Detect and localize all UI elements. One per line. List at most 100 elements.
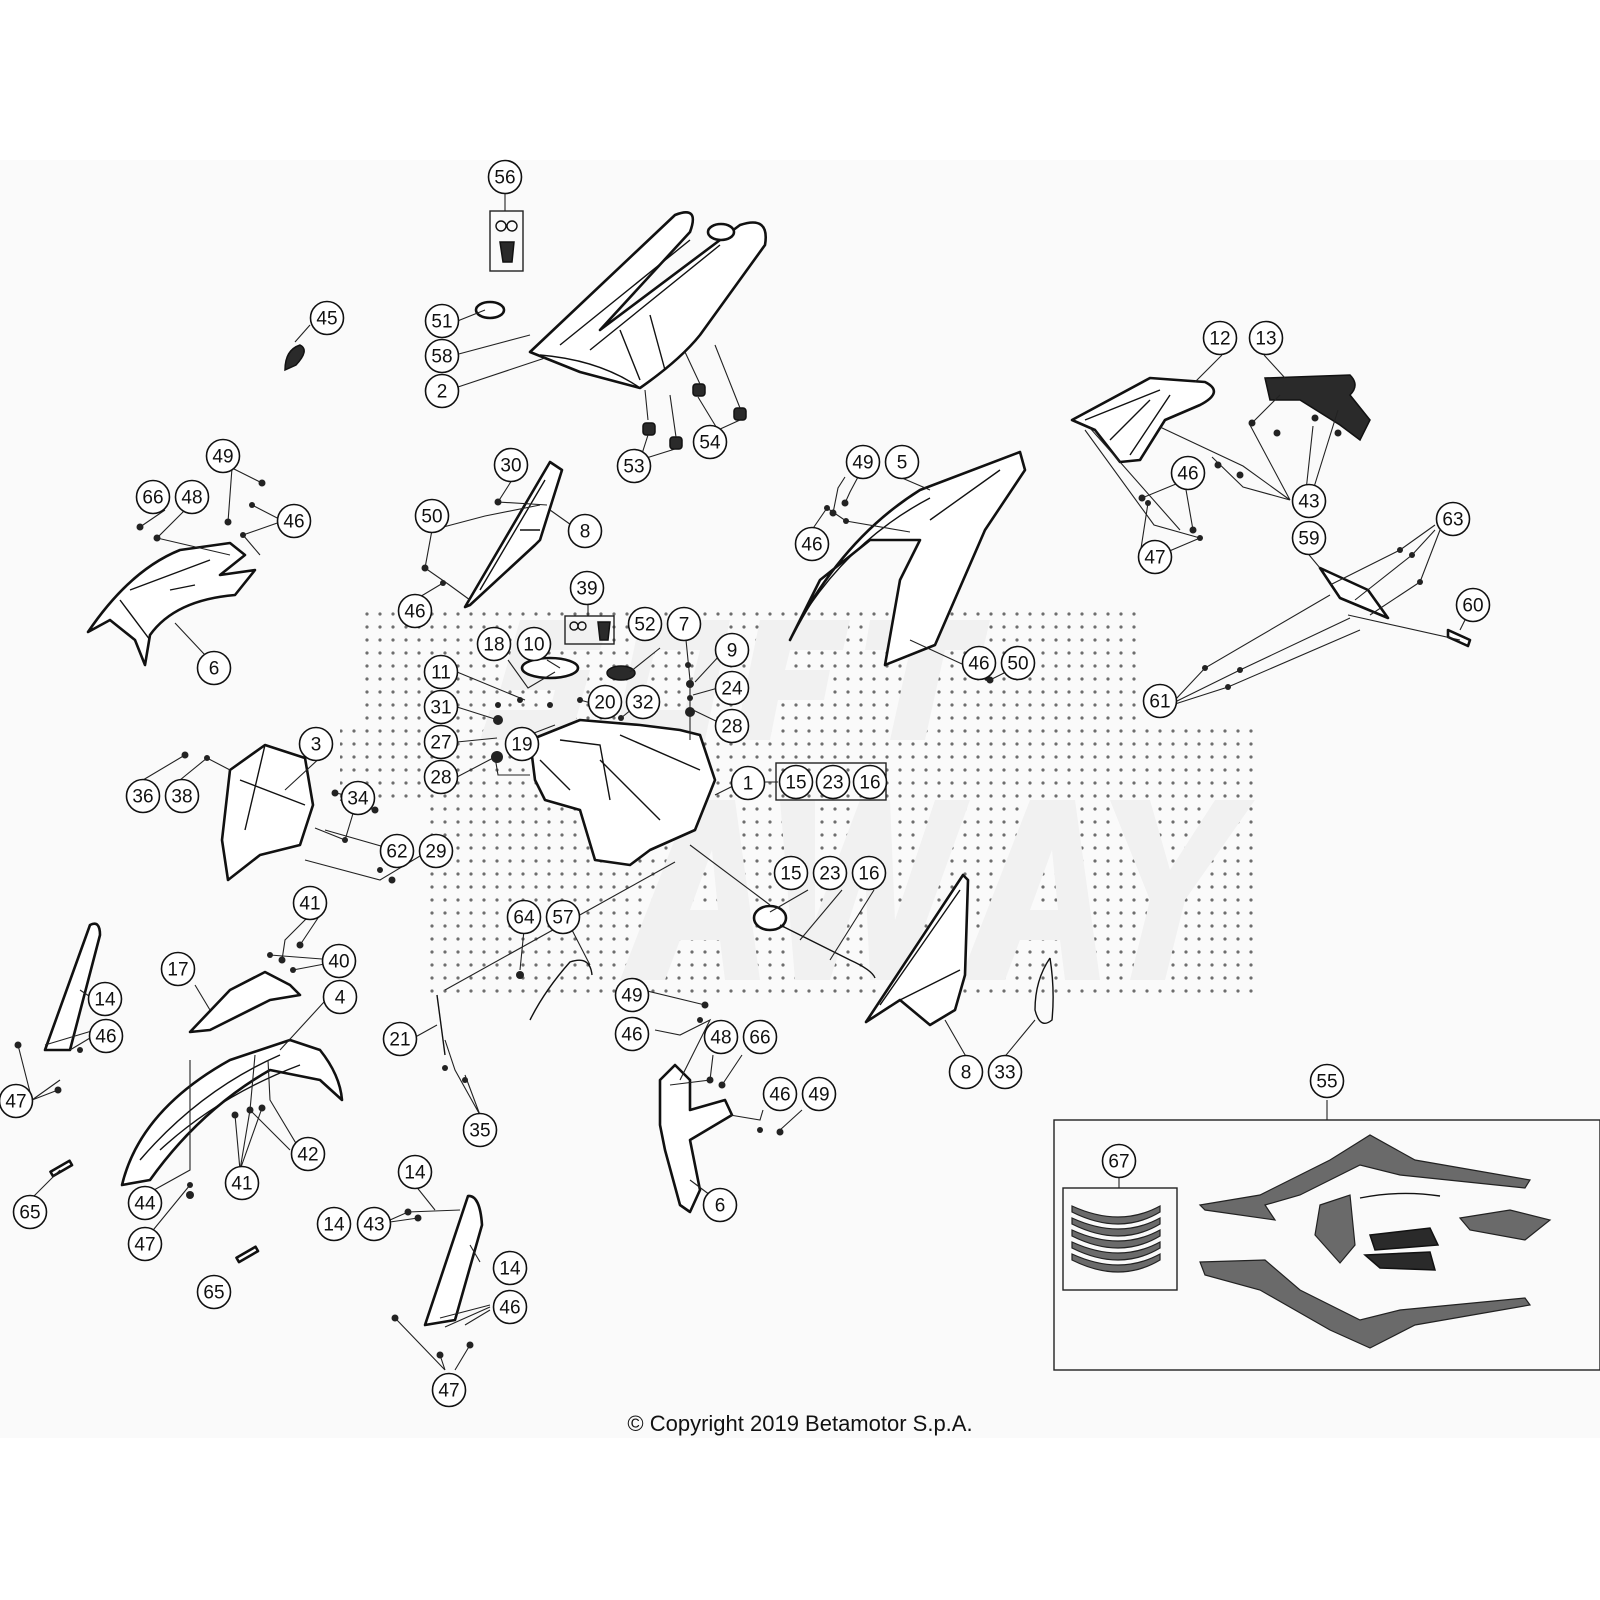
decal-kit-box xyxy=(1053,1119,1600,1371)
callout-circle xyxy=(276,503,312,539)
callout-number: 15 xyxy=(780,864,801,885)
callout-number: 31 xyxy=(430,698,451,719)
callout-number: 40 xyxy=(328,952,349,973)
callout-46: 46 xyxy=(492,1289,528,1325)
callout-number: 46 xyxy=(499,1298,520,1319)
callout-number: 47 xyxy=(134,1235,155,1256)
callout-circle xyxy=(948,1054,984,1090)
callout-circle xyxy=(1248,320,1284,356)
callout-circle xyxy=(382,1021,418,1057)
callout-number: 39 xyxy=(576,579,597,600)
callout-circle xyxy=(812,855,848,891)
part-seat xyxy=(528,211,768,390)
callout-circle xyxy=(431,1372,467,1408)
callout-11: 11 xyxy=(423,654,459,690)
callout-18: 18 xyxy=(476,626,512,662)
callout-circle xyxy=(545,899,581,935)
callout-circle xyxy=(424,338,460,374)
callout-52: 52 xyxy=(627,606,663,642)
callout-number: 9 xyxy=(727,641,738,662)
callout-54: 54 xyxy=(692,424,728,460)
callout-51: 51 xyxy=(424,303,460,339)
callout-number: 54 xyxy=(699,433,721,454)
callout-number: 43 xyxy=(363,1215,384,1236)
callout-number: 27 xyxy=(430,733,451,754)
callout-number: 46 xyxy=(769,1085,790,1106)
callout-number: 47 xyxy=(5,1092,26,1113)
callout-number: 48 xyxy=(710,1028,731,1049)
callout-circle xyxy=(1291,520,1327,556)
callout-circle xyxy=(205,438,241,474)
callout-number: 46 xyxy=(801,535,822,556)
callout-number: 59 xyxy=(1298,529,1319,550)
callout-number: 23 xyxy=(819,864,840,885)
callout-circle xyxy=(462,1112,498,1148)
callout-46: 46 xyxy=(762,1076,798,1112)
callout-circle xyxy=(666,606,702,642)
callout-49: 49 xyxy=(845,444,881,480)
callout-circle xyxy=(492,1250,528,1286)
callout-circle xyxy=(1455,587,1491,623)
part-rear-side-panel xyxy=(788,450,1027,667)
part-shroud-upper xyxy=(463,460,564,609)
callout-circle xyxy=(423,654,459,690)
body-decals xyxy=(1198,1134,1552,1349)
callout-circle xyxy=(290,1136,326,1172)
callout-number: 50 xyxy=(421,507,442,528)
callout-number: 45 xyxy=(316,309,337,330)
callout-circle xyxy=(397,1154,433,1190)
callout-55: 55 xyxy=(1309,1063,1345,1099)
callout-circle xyxy=(778,764,814,800)
callout-49: 49 xyxy=(614,977,650,1013)
callout-number: 46 xyxy=(1177,464,1198,485)
callout-circle xyxy=(340,780,376,816)
callout-number: 36 xyxy=(132,787,153,808)
callout-circle xyxy=(762,1076,798,1112)
callout-30: 30 xyxy=(493,447,529,483)
callout-2: 2 xyxy=(424,373,460,409)
callout-45: 45 xyxy=(309,300,345,336)
callout-24: 24 xyxy=(714,670,750,706)
callout-circle xyxy=(1202,320,1238,356)
rim-decals xyxy=(1071,1204,1161,1273)
callout-6: 6 xyxy=(702,1187,738,1223)
callout-circle xyxy=(516,626,552,662)
callout-number: 61 xyxy=(1149,692,1170,713)
callout-46: 46 xyxy=(614,1016,650,1052)
part-fork-guard-left xyxy=(43,922,102,1052)
callout-number: 30 xyxy=(500,456,521,477)
callout-circle xyxy=(614,1016,650,1052)
callout-5: 5 xyxy=(884,444,920,480)
callout-number: 65 xyxy=(19,1203,40,1224)
callout-circle xyxy=(424,303,460,339)
part-headlight-cover xyxy=(188,970,302,1034)
callout-4: 4 xyxy=(322,979,358,1015)
callout-circle xyxy=(224,1165,260,1201)
callout-16: 16 xyxy=(851,855,887,891)
callout-circle xyxy=(742,1019,778,1055)
callout-50: 50 xyxy=(1000,645,1036,681)
callout-61: 61 xyxy=(1142,683,1178,719)
callout-circle xyxy=(794,526,830,562)
callout-33: 33 xyxy=(987,1054,1023,1090)
callout-circle xyxy=(397,593,433,629)
callout-number: 14 xyxy=(323,1215,345,1236)
callout-circle xyxy=(1435,501,1471,537)
callout-number: 48 xyxy=(181,488,202,509)
callout-circle xyxy=(845,444,881,480)
callout-38: 38 xyxy=(164,778,200,814)
hardware-dots xyxy=(14,414,1423,1359)
callout-number: 46 xyxy=(283,512,304,533)
callout-46: 46 xyxy=(794,526,830,562)
callout-number: 52 xyxy=(634,615,655,636)
part-fork-guard-right xyxy=(423,1194,484,1327)
callout-number: 8 xyxy=(580,522,591,543)
callout-35: 35 xyxy=(462,1112,498,1148)
callout-number: 44 xyxy=(134,1194,156,1215)
callout-53: 53 xyxy=(616,448,652,484)
callout-circle xyxy=(423,724,459,760)
callout-1: 1 xyxy=(730,765,766,801)
callout-circle xyxy=(815,764,851,800)
callout-21: 21 xyxy=(382,1021,418,1057)
callout-number: 65 xyxy=(203,1283,224,1304)
